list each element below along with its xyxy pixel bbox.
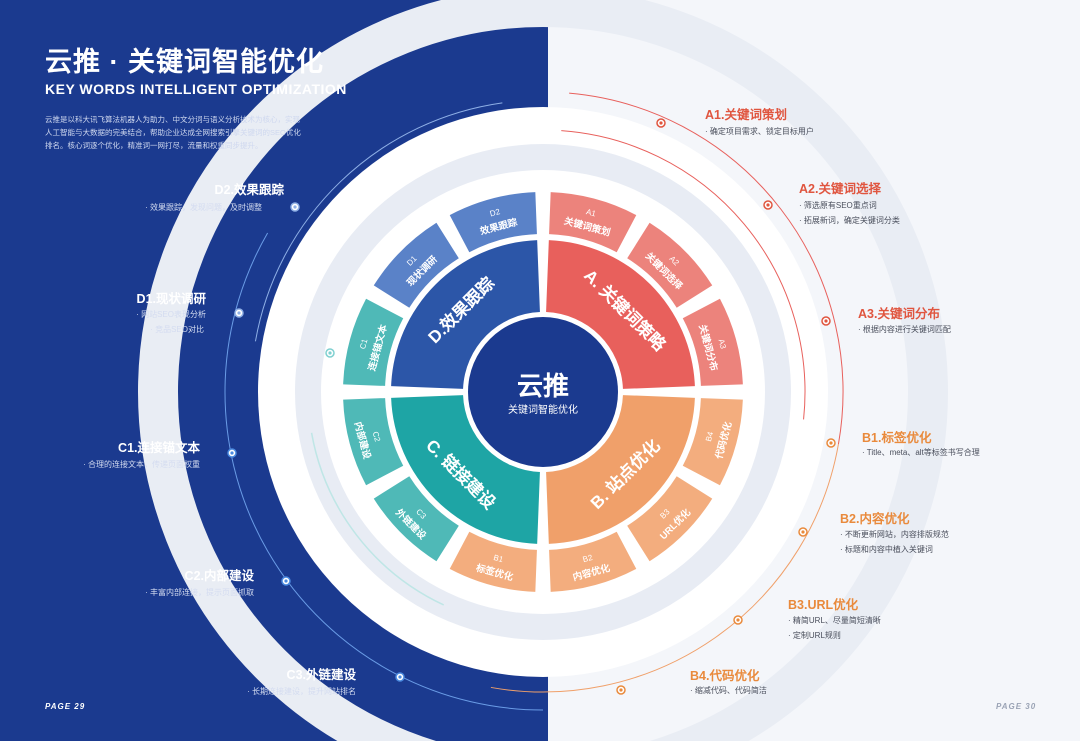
label-d1-item: 竞品SEO对比 [136,322,206,337]
label-a2-title: A2.关键词选择 [799,182,881,196]
label-b3-item: 定制URL规则 [788,628,881,643]
label-b2-title: B2.内容优化 [840,512,910,526]
arc-dot-core [293,205,297,209]
label-b1-item: Title、meta、alt等标签书写合理 [862,445,980,460]
arc-dot-core [736,618,740,622]
label-b2-item: 不断更新网站，内容排版规范 [840,527,949,542]
outer-ring-decoration [138,0,948,741]
outer-segment-code: B2 [582,553,594,564]
label-c1-item: 合理的连接文本，传递页面权重 [83,457,200,472]
label-a3-desc: 根据内容进行关键词匹配 [858,322,951,337]
label-b4-desc: 缩减代码、代码简洁 [690,683,767,698]
label-a3-item: 根据内容进行关键词匹配 [858,322,951,337]
label-c3-title: C3.外链建设 [286,668,356,682]
arc-dot-core [824,319,828,323]
outer-segment-c1 [343,298,404,386]
outer-segment-b1 [449,531,537,592]
outer-segment-c3 [373,476,459,562]
label-b3-desc: 精简URL、尽量简短清晰 定制URL规则 [788,613,881,643]
outer-segment-a1 [549,192,637,253]
outer-segment-code: A1 [585,207,597,218]
outer-segment-code: B1 [492,553,504,564]
label-a2-desc: 筛选原有SEO重点词 拓展新词，确定关键词分类 [799,198,900,228]
label-d2-desc: 效果跟踪，发现问题，及时调整 [145,200,262,215]
label-d2-item: 效果跟踪，发现问题，及时调整 [145,200,262,215]
center-subtitle: 关键词智能优化 [508,403,578,416]
arc-dot-core [284,579,288,583]
segment-a [546,240,695,389]
intro-paragraph: 云推是以科大讯飞算法机器人为助力、中文分词与语义分析技术为核心，实现人工智能与大… [45,115,301,150]
outer-segment-code: C1 [358,337,369,350]
outer-segment-b4 [682,398,743,486]
label-b2-desc: 不断更新网站，内容排版规范 标题和内容中植入关键词 [840,527,949,557]
label-d1-title: D1.现状调研 [136,292,206,306]
arc-teal [310,432,445,606]
label-c1-desc: 合理的连接文本，传递页面权重 [83,457,200,472]
arc-dot-core [801,530,805,534]
label-b1-title: B1.标签优化 [862,431,932,445]
outer-segment-a3 [682,298,743,386]
label-a1-title: A1.关键词策划 [705,108,787,122]
label-a2-item: 筛选原有SEO重点词 [799,198,900,213]
arc-dot-core [328,351,332,355]
outer-segment-b3 [627,476,713,562]
label-c2-item: 丰富内部连接，提示页面抓取 [145,585,254,600]
arc-dot-core [237,311,241,315]
label-a3-title: A3.关键词分布 [858,307,940,321]
label-d2-title: D2.效果跟踪 [214,183,284,197]
arc-orange [490,444,839,693]
arc-dot-core [659,121,663,125]
outer-segment-c2 [343,398,404,486]
page-number-left: PAGE 29 [45,702,86,711]
label-b4-title: B4.代码优化 [690,669,760,683]
outer-segment-b2 [549,531,637,592]
arc-dot-core [398,675,402,679]
segment-d [391,240,540,389]
page-number-right: PAGE 30 [996,702,1037,711]
label-c1-title: C1.连接锚文本 [118,441,200,455]
outer-segment-code: A3 [717,338,728,350]
label-a2-item: 拓展新词，确定关键词分类 [799,213,900,228]
arc-red [561,130,806,420]
page-subtitle: KEY WORDS INTELLIGENT OPTIMIZATION [45,81,347,97]
segment-c [391,395,540,544]
label-c3-desc: 长期连接建设，提升网站排名 [247,684,356,699]
arc-dot-core [829,441,833,445]
outer-segment-a2 [627,222,713,308]
label-b2-item: 标题和内容中植入关键词 [840,542,949,557]
outer-segment-code: C2 [371,431,382,444]
label-c3-item: 长期连接建设，提升网站排名 [247,684,356,699]
outer-segment-d2 [449,192,537,253]
label-b1-desc: Title、meta、alt等标签书写合理 [862,445,980,460]
label-d1-desc: 网站SEO表现分析 竞品SEO对比 [136,307,206,337]
label-d1-item: 网站SEO表现分析 [136,307,206,322]
label-a1-item: 确定项目需求、锁定目标用户 [705,124,814,139]
outer-segment-code: B4 [704,430,715,442]
arc-blue-lower [224,232,544,711]
center-title: 云推 [517,371,569,401]
label-b4-item: 缩减代码、代码简洁 [690,683,767,698]
arc-dot-core [766,203,770,207]
arc-dot-core [619,688,623,692]
outer-segment-d1 [373,222,459,308]
label-b3-title: B3.URL优化 [788,598,859,612]
label-a1-desc: 确定项目需求、锁定目标用户 [705,124,814,139]
label-c2-title: C2.内部建设 [184,569,254,583]
center-circle [468,317,618,467]
label-c2-desc: 丰富内部连接，提示页面抓取 [145,585,254,600]
outer-segment-code: D2 [489,207,502,218]
segment-b [546,395,695,544]
label-b3-item: 精简URL、尽量简短清晰 [788,613,881,628]
page-title: 云推 · 关键词智能优化 [45,47,324,77]
arc-red-outer [569,92,844,445]
arc-dot-core [230,451,234,455]
arc-blue-upper [254,102,503,342]
